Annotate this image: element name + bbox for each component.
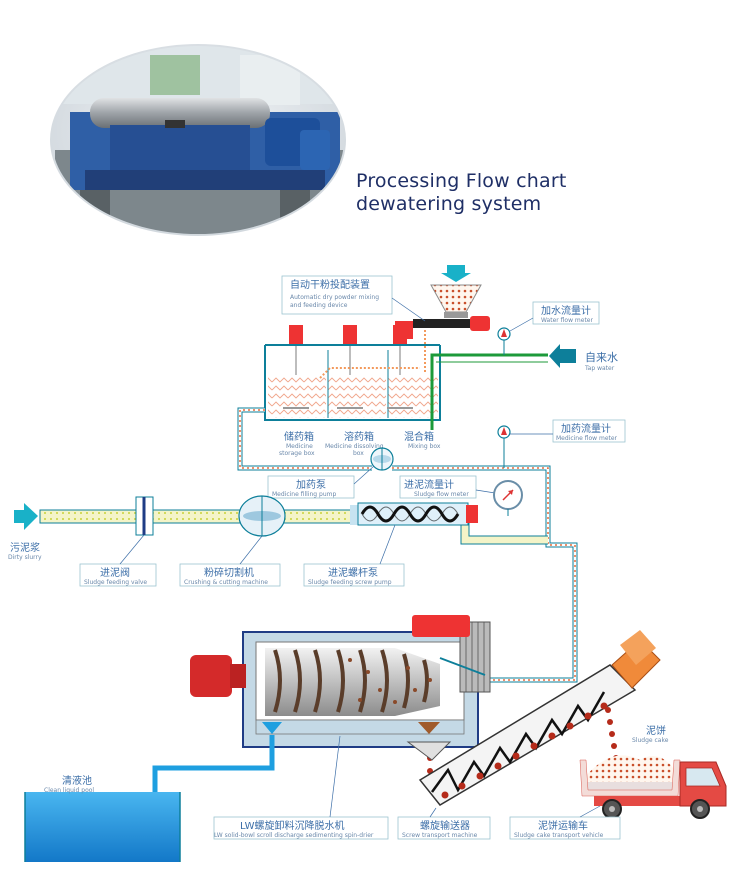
powder-feeding-screw xyxy=(395,316,490,339)
sludge-feeding-valve: 进泥阀 Sludge feeding valve xyxy=(79,496,157,587)
truck-label: 泥饼运输车 Sludge cake transport vehicle xyxy=(509,805,621,840)
svg-text:Tap water: Tap water xyxy=(584,365,615,372)
svg-text:污泥浆: 污泥浆 xyxy=(10,541,40,554)
tank-labels: 储药箱 Medicine storage box 溶药箱 Medicine di… xyxy=(279,430,441,457)
svg-text:Water flow meter: Water flow meter xyxy=(541,317,593,324)
svg-text:Medicine: Medicine xyxy=(286,443,313,450)
svg-text:加药流量计: 加药流量计 xyxy=(561,422,611,435)
svg-text:Automatic dry powder mixing: Automatic dry powder mixing xyxy=(290,294,379,301)
svg-text:Medicine flow meter: Medicine flow meter xyxy=(556,435,618,442)
dirty-slurry-arrow: 污泥浆 Dirty slurry xyxy=(8,503,42,561)
feed-tube xyxy=(439,657,486,676)
svg-text:储药箱: 储药箱 xyxy=(284,430,314,443)
clean-liquid-pipe xyxy=(152,735,275,800)
water-pipe xyxy=(430,353,548,430)
svg-text:加水流量计: 加水流量计 xyxy=(541,304,591,317)
svg-text:粉碎切割机: 粉碎切割机 xyxy=(204,566,254,579)
svg-text:Sludge flow meter: Sludge flow meter xyxy=(414,491,469,498)
svg-text:自动干粉投配装置: 自动干粉投配装置 xyxy=(290,278,370,291)
svg-text:Sludge feeding valve: Sludge feeding valve xyxy=(84,579,147,586)
svg-text:box: box xyxy=(353,450,364,457)
tap-water-arrow: 自来水 Tap water xyxy=(549,344,618,372)
conveyor-label: 螺旋输送器 Screw transport machine xyxy=(397,807,491,840)
svg-text:Medicine filling pump: Medicine filling pump xyxy=(272,491,336,498)
svg-text:Dirty slurry: Dirty slurry xyxy=(8,554,42,561)
svg-text:进泥螺杆泵: 进泥螺杆泵 xyxy=(328,566,378,579)
svg-text:自来水: 自来水 xyxy=(585,351,618,364)
svg-text:storage box: storage box xyxy=(279,450,315,457)
decanter-photo xyxy=(50,44,346,236)
title-line-2: dewatering system xyxy=(356,193,542,215)
medicine-filling-pump: 加药泵 Medicine filling pump xyxy=(267,447,394,499)
svg-text:and feeding device: and feeding device xyxy=(290,302,348,309)
decanter-label: LW螺旋卸料沉降脱水机 LW solid-bowl scroll dischar… xyxy=(213,735,389,840)
medicine-tanks xyxy=(264,344,441,421)
svg-text:Sludge cake transport vehicle: Sludge cake transport vehicle xyxy=(514,832,604,839)
medicine-flow-meter: 加药流量计 Medicine flow meter xyxy=(497,419,626,443)
cake-falling xyxy=(605,707,619,761)
sludge-screw-pump: 进泥螺杆泵 Sludge feeding screw pump xyxy=(303,502,478,587)
svg-text:混合箱: 混合箱 xyxy=(404,430,434,443)
crushing-cutting-machine: 粉碎切割机 Crushing & cutting machine xyxy=(179,495,286,587)
svg-text:Mixing box: Mixing box xyxy=(408,443,441,450)
svg-text:Sludge feeding screw pump: Sludge feeding screw pump xyxy=(308,579,392,586)
svg-text:清液池: 清液池 xyxy=(62,774,92,787)
svg-text:进泥流量计: 进泥流量计 xyxy=(404,478,454,491)
title-line-1: Processing Flow chart xyxy=(356,170,567,192)
clean-liquid-pool: 清液池 Clean liquid pool xyxy=(24,774,181,862)
svg-text:泥饼运输车: 泥饼运输车 xyxy=(538,819,588,832)
dosing-pipe xyxy=(237,407,578,683)
sludge-flow-meter: 进泥流量计 Sludge flow meter xyxy=(399,475,523,516)
powder-flow-line-2 xyxy=(319,367,420,379)
auto-powder-label: 自动干粉投配装置 Automatic dry powder mixing and… xyxy=(281,275,426,322)
svg-text:Medicine dissolving: Medicine dissolving xyxy=(325,443,384,450)
cake-label: 泥饼 Sludge cake xyxy=(632,724,669,744)
svg-text:LW螺旋卸料沉降脱水机: LW螺旋卸料沉降脱水机 xyxy=(240,819,345,832)
svg-text:溶药箱: 溶药箱 xyxy=(344,430,374,443)
water-flow-meter: 加水流量计 Water flow meter xyxy=(497,301,600,355)
sludge-truck xyxy=(579,755,727,819)
decanter-centrifuge xyxy=(190,615,491,748)
screw-conveyor xyxy=(406,630,661,806)
powder-hopper xyxy=(430,284,482,318)
svg-text:Crushing & cutting machine: Crushing & cutting machine xyxy=(184,579,268,586)
svg-text:Sludge cake: Sludge cake xyxy=(632,737,669,744)
svg-text:加药泵: 加药泵 xyxy=(296,479,326,491)
svg-text:LW solid-bowl scroll discharge: LW solid-bowl scroll discharge sedimenti… xyxy=(214,832,374,839)
svg-text:进泥阀: 进泥阀 xyxy=(100,566,130,579)
svg-text:Screw transport machine: Screw transport machine xyxy=(402,832,478,839)
svg-text:Clean liquid pool: Clean liquid pool xyxy=(44,787,94,794)
svg-text:螺旋输送器: 螺旋输送器 xyxy=(420,819,470,832)
svg-text:泥饼: 泥饼 xyxy=(646,724,666,737)
powder-input-arrow xyxy=(441,265,471,282)
